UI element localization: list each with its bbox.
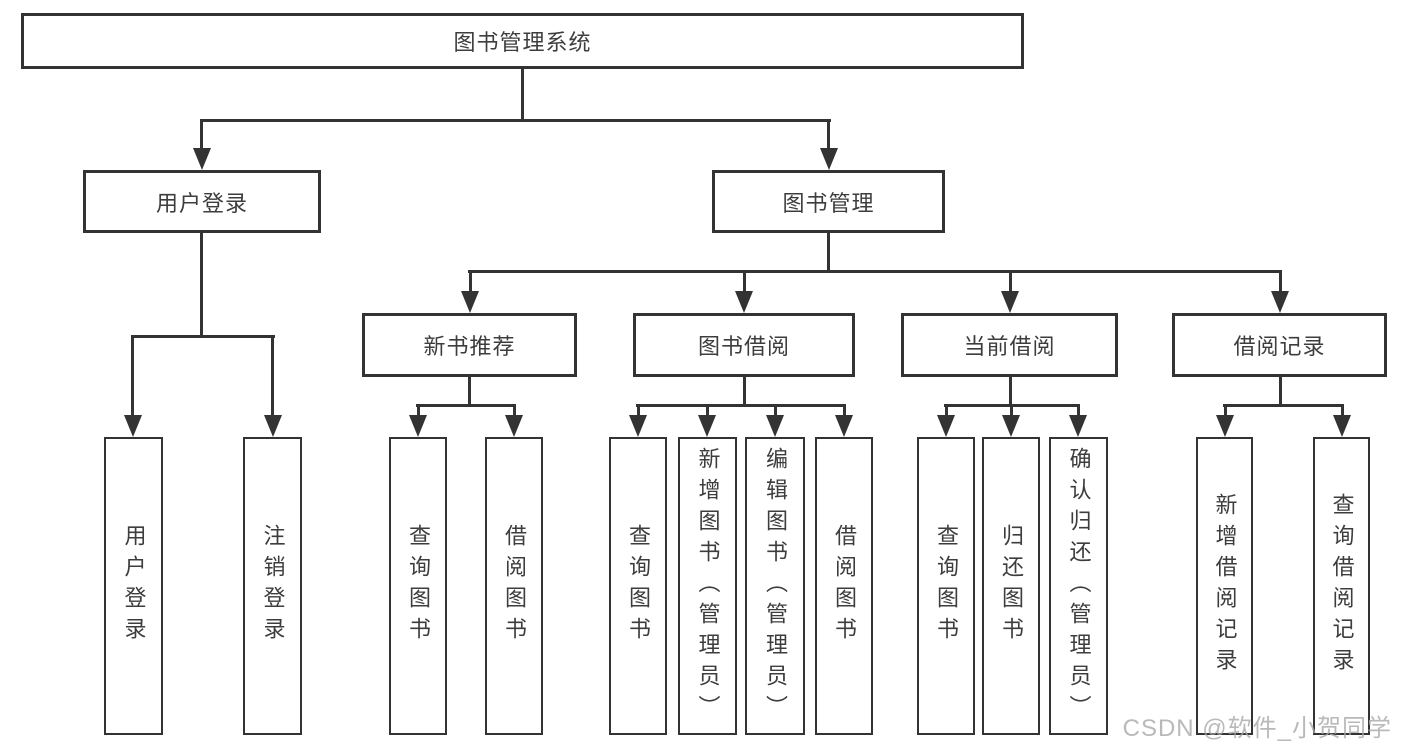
leaf-label: 用户登录 xyxy=(121,524,147,648)
edge-line xyxy=(1009,377,1012,407)
node-label: 图书管理系统 xyxy=(453,30,592,55)
node-label: 图书借阅 xyxy=(697,334,790,359)
node-book-borrowing: 图书借阅 xyxy=(633,313,855,377)
arrowhead-icon xyxy=(1002,415,1020,437)
leaf-query-books-current: 查询图书 xyxy=(917,437,975,735)
leaf-borrow-books: 借阅图书 xyxy=(815,437,873,735)
edge-line xyxy=(1341,404,1344,418)
leaf-label: 归还图书 xyxy=(999,524,1024,648)
edge-line xyxy=(1010,404,1013,418)
edge-line xyxy=(636,404,846,407)
arrowhead-icon xyxy=(698,415,716,437)
edge-line xyxy=(945,404,948,418)
edge-line xyxy=(743,377,746,407)
leaf-confirm-return-admin: 确认归还（管理员） xyxy=(1049,437,1108,735)
watermark-text: CSDN @软件_小贺同学 xyxy=(1122,715,1392,742)
node-label: 新书推荐 xyxy=(423,334,516,359)
arrowhead-icon xyxy=(1001,291,1019,313)
arrowhead-icon xyxy=(766,415,784,437)
leaf-user-login: 用户登录 xyxy=(104,437,163,735)
node-user-login: 用户登录 xyxy=(83,170,321,233)
edge-line xyxy=(521,68,524,122)
node-label: 当前借阅 xyxy=(963,334,1056,359)
edge-line xyxy=(1279,270,1282,294)
edge-line xyxy=(1223,404,1344,407)
arrowhead-icon xyxy=(1216,415,1234,437)
arrowhead-icon xyxy=(409,415,427,437)
leaf-return-books: 归还图书 xyxy=(982,437,1040,735)
leaf-label: 借阅图书 xyxy=(502,524,527,648)
arrowhead-icon xyxy=(264,415,282,437)
arrowhead-icon xyxy=(461,291,479,313)
edge-line xyxy=(843,404,846,418)
edge-line xyxy=(743,270,746,294)
arrowhead-icon xyxy=(193,148,211,170)
node-new-book-recommendation: 新书推荐 xyxy=(362,313,577,377)
leaf-label: 确认归还（管理员） xyxy=(1066,446,1092,726)
leaf-label: 新增图书（管理员） xyxy=(695,446,721,726)
edge-line xyxy=(827,119,830,151)
leaf-add-borrow-record: 新增借阅记录 xyxy=(1196,437,1253,735)
arrowhead-icon xyxy=(1271,291,1289,313)
edge-line xyxy=(774,404,777,418)
leaf-label: 查询图书 xyxy=(406,524,431,648)
leaf-label: 编辑图书（管理员） xyxy=(763,446,788,726)
edge-line xyxy=(469,270,472,294)
arrowhead-icon xyxy=(1069,415,1087,437)
leaf-logout: 注销登录 xyxy=(243,437,302,735)
node-system-root: 图书管理系统 xyxy=(21,13,1024,69)
arrowhead-icon xyxy=(835,415,853,437)
arrowhead-icon xyxy=(629,415,647,437)
leaf-label: 借阅图书 xyxy=(832,524,857,648)
leaf-query-books-recommend: 查询图书 xyxy=(389,437,447,735)
leaf-label: 注销登录 xyxy=(260,524,286,648)
edge-line xyxy=(271,335,274,418)
arrowhead-icon xyxy=(937,415,955,437)
edge-line xyxy=(131,335,134,418)
arrowhead-icon xyxy=(505,415,523,437)
arrowhead-icon xyxy=(1333,415,1351,437)
leaf-label: 查询借阅记录 xyxy=(1329,493,1355,679)
leaf-borrow-books-recommend: 借阅图书 xyxy=(485,437,543,735)
edge-line xyxy=(200,233,203,338)
edge-line xyxy=(1224,404,1227,418)
edge-line xyxy=(1077,404,1080,418)
leaf-label: 新增借阅记录 xyxy=(1212,493,1238,679)
edge-line xyxy=(706,404,709,418)
leaf-query-books-borrowing: 查询图书 xyxy=(609,437,667,735)
edge-line xyxy=(468,377,471,407)
edge-line xyxy=(1009,270,1012,294)
leaf-query-borrow-record: 查询借阅记录 xyxy=(1313,437,1370,735)
arrowhead-icon xyxy=(820,148,838,170)
arrowhead-icon xyxy=(735,291,753,313)
edge-line xyxy=(468,270,1282,273)
edge-line xyxy=(417,404,420,418)
node-book-management: 图书管理 xyxy=(712,170,945,233)
leaf-label: 查询图书 xyxy=(934,524,959,648)
edge-line xyxy=(827,233,830,273)
edge-line xyxy=(131,335,275,338)
node-label: 图书管理 xyxy=(782,190,875,216)
leaf-label: 查询图书 xyxy=(626,524,651,648)
node-label: 借阅记录 xyxy=(1233,334,1326,359)
edge-line xyxy=(200,119,831,122)
leaf-add-book-admin: 新增图书（管理员） xyxy=(678,437,737,735)
edge-line xyxy=(637,404,640,418)
node-current-borrowing: 当前借阅 xyxy=(901,313,1118,377)
node-borrowing-records: 借阅记录 xyxy=(1172,313,1387,377)
edge-line xyxy=(1279,377,1282,407)
arrowhead-icon xyxy=(124,415,142,437)
edge-line xyxy=(416,404,516,407)
node-label: 用户登录 xyxy=(155,190,248,216)
edge-line xyxy=(513,404,516,418)
leaf-edit-book-admin: 编辑图书（管理员） xyxy=(745,437,805,735)
edge-line xyxy=(200,119,203,151)
